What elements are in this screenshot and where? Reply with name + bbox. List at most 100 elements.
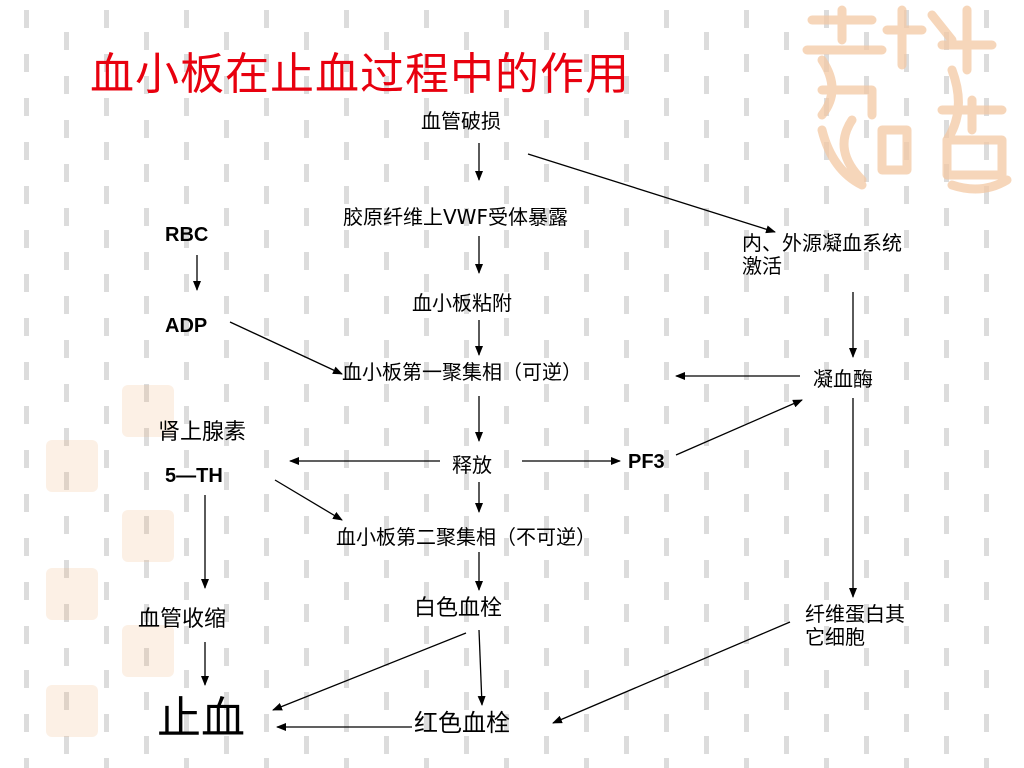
background-dash — [624, 428, 629, 446]
background-dash — [64, 604, 69, 622]
background-dash — [464, 736, 469, 754]
background-dash — [784, 560, 789, 578]
background-dash — [904, 362, 909, 380]
background-dash — [64, 516, 69, 534]
background-dash — [464, 560, 469, 578]
background-dash — [704, 604, 709, 622]
background-dash — [784, 428, 789, 446]
background-dash — [64, 76, 69, 94]
background-dash — [344, 142, 349, 160]
arrow-adp-to-phase1 — [229, 321, 343, 375]
background-dash — [864, 516, 869, 534]
background-dash — [184, 362, 189, 380]
background-dash — [904, 230, 909, 248]
background-dash — [464, 120, 469, 138]
background-dash — [304, 164, 309, 182]
background-dash — [344, 758, 349, 768]
background-dash — [584, 406, 589, 424]
background-dash — [184, 758, 189, 768]
background-dash — [624, 252, 629, 270]
background-dash — [184, 318, 189, 336]
background-dash — [144, 76, 149, 94]
background-dash — [824, 362, 829, 380]
background-dash — [344, 582, 349, 600]
background-dash — [704, 120, 709, 138]
background-dash — [904, 450, 909, 468]
background-dash — [624, 120, 629, 138]
background-dash — [584, 98, 589, 116]
background-dash — [24, 626, 29, 644]
background-dash — [504, 186, 509, 204]
background-dash — [224, 736, 229, 754]
background-dash — [624, 648, 629, 666]
background-dash — [304, 648, 309, 666]
node-adp: ADP — [165, 315, 208, 337]
seal-watermark-small-2 — [46, 440, 98, 492]
background-dash — [24, 582, 29, 600]
background-dash — [584, 318, 589, 336]
background-dash — [504, 10, 509, 28]
background-dash — [664, 274, 669, 292]
background-dash — [624, 692, 629, 710]
background-dash — [744, 362, 749, 380]
background-dash — [864, 648, 869, 666]
background-dash — [424, 362, 429, 380]
background-dash — [944, 604, 949, 622]
background-dash — [504, 274, 509, 292]
background-dash — [784, 648, 789, 666]
background-dash — [824, 714, 829, 732]
background-dash — [144, 252, 149, 270]
background-dash — [504, 362, 509, 380]
background-dash — [944, 340, 949, 358]
seal-watermark-small-5 — [122, 625, 174, 677]
background-dash — [144, 32, 149, 50]
node-serotonin: 5—TH — [165, 465, 223, 487]
background-dash — [984, 714, 989, 732]
background-dash — [824, 406, 829, 424]
background-dash — [24, 98, 29, 116]
background-dash — [264, 406, 269, 424]
background-dash — [744, 98, 749, 116]
seal-watermark-small-4 — [46, 568, 98, 620]
background-dash — [24, 494, 29, 512]
arrow-vessel-to-coag — [527, 153, 776, 234]
background-dash — [144, 384, 149, 402]
background-dash — [664, 54, 669, 72]
background-dash — [944, 736, 949, 754]
background-dash — [344, 98, 349, 116]
background-dash — [304, 472, 309, 490]
background-dash — [384, 340, 389, 358]
background-dash — [744, 318, 749, 336]
background-dash — [704, 428, 709, 446]
background-dash — [104, 98, 109, 116]
background-dash — [144, 208, 149, 226]
background-dash — [184, 670, 189, 688]
background-dash — [584, 494, 589, 512]
background-dash — [784, 516, 789, 534]
background-dash — [104, 758, 109, 768]
background-dash — [784, 736, 789, 754]
background-dash — [944, 516, 949, 534]
background-dash — [984, 450, 989, 468]
background-dash — [864, 76, 869, 94]
background-dash — [464, 472, 469, 490]
background-dash — [384, 604, 389, 622]
background-dash — [104, 142, 109, 160]
node-platelet-adhesion: 血小板粘附 — [412, 291, 512, 315]
background-dash — [224, 296, 229, 314]
background-dash — [144, 296, 149, 314]
background-dash — [424, 54, 429, 72]
background-dash — [664, 450, 669, 468]
background-dash — [224, 692, 229, 710]
background-dash — [664, 318, 669, 336]
background-dash — [904, 98, 909, 116]
background-dash — [424, 98, 429, 116]
background-dash — [584, 186, 589, 204]
background-dash — [424, 758, 429, 768]
background-dash — [424, 714, 429, 732]
background-dash — [24, 54, 29, 72]
background-dash — [784, 164, 789, 182]
background-dash — [744, 670, 749, 688]
background-dash — [264, 670, 269, 688]
background-dash — [104, 230, 109, 248]
